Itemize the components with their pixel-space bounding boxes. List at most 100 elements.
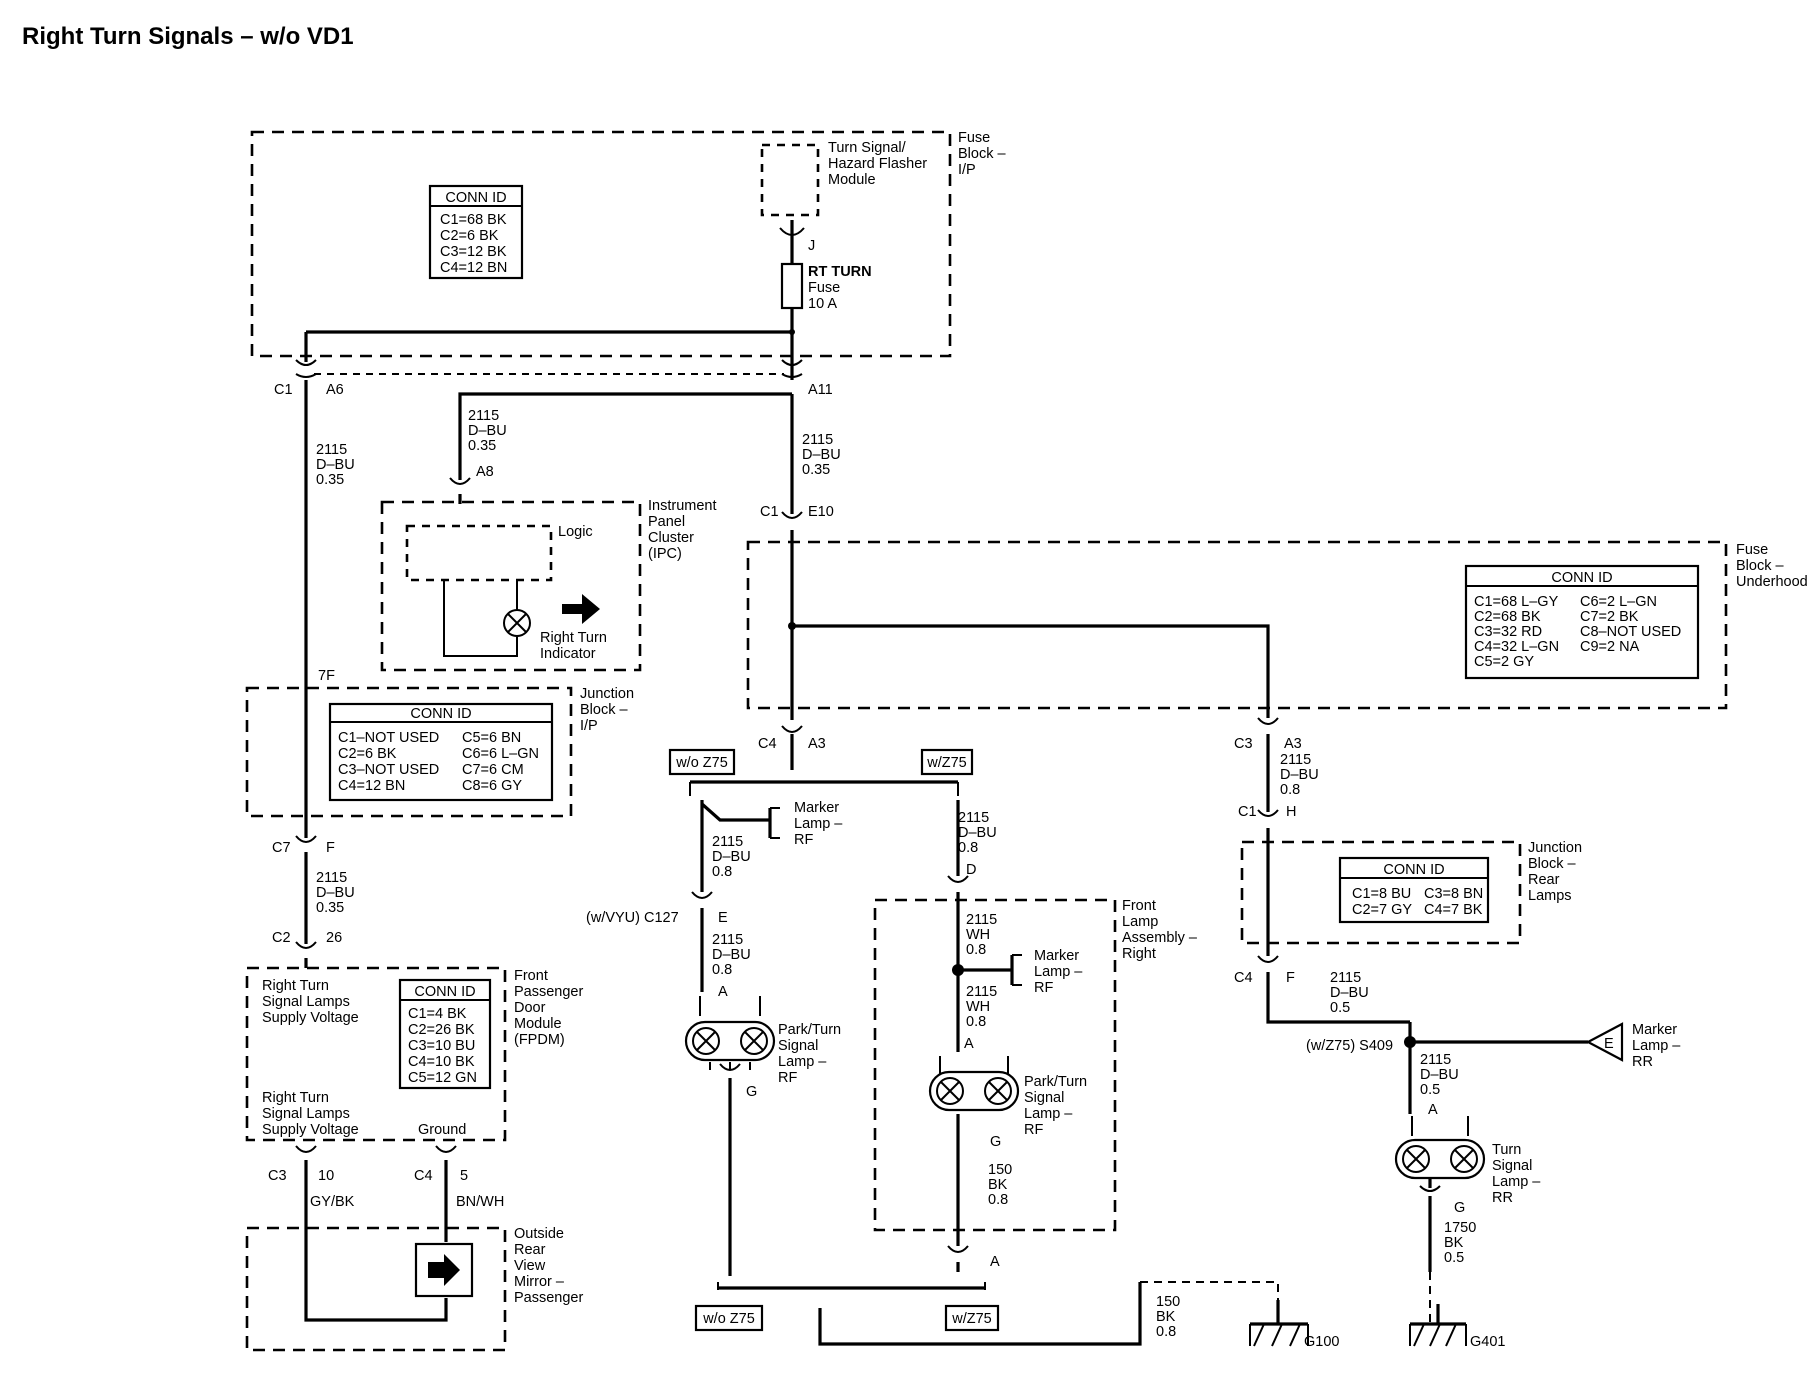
junction-block-ip-label: Block – xyxy=(580,702,628,718)
conn-table-fuse-block-ip xyxy=(428,184,524,280)
marker-lamp-rf-label: RF xyxy=(794,832,813,848)
conn-row: C4=7 BK xyxy=(1424,902,1483,918)
connector-label: A11 xyxy=(808,382,833,398)
ground-g100-icon xyxy=(1249,1300,1309,1347)
wire-label: D–BU xyxy=(316,457,355,473)
connector-label: E10 xyxy=(808,504,834,520)
wire-label: 0.8 xyxy=(958,840,978,856)
park-turn-lamp-rf-2-symbol xyxy=(928,1056,1020,1112)
splice-s409-label: (w/Z75) S409 xyxy=(1306,1038,1393,1054)
mirror-label: Outside xyxy=(514,1226,564,1242)
wire-label: 0.35 xyxy=(316,900,344,916)
conn-row: C3=12 BK xyxy=(440,244,507,260)
connector-label: G xyxy=(990,1134,1001,1150)
conn-header: CONN ID xyxy=(410,706,471,722)
connector-label: D xyxy=(966,862,976,878)
mirror-label: Mirror – xyxy=(514,1274,565,1290)
fpdm-input-label: Signal Lamps xyxy=(262,1106,350,1122)
wire-label: 2115 xyxy=(468,408,499,424)
marker-lamp-rf-label: RF xyxy=(1034,980,1053,996)
ground-label: G401 xyxy=(1470,1334,1505,1350)
conn-row: C3=32 RD xyxy=(1474,624,1542,640)
conn-row: C3=8 BN xyxy=(1424,886,1483,902)
fuse-block-ip-label: Fuse xyxy=(958,130,990,146)
marker-lamp-rf-label: Marker xyxy=(1034,948,1079,964)
connector-label: C4 xyxy=(414,1168,433,1184)
right-turn-indicator-lamp xyxy=(503,609,531,637)
conn-row: C8–NOT USED xyxy=(1580,624,1681,640)
connector-label: C3 xyxy=(268,1168,287,1184)
wire-label: 2115 xyxy=(712,932,743,948)
connector-label: G xyxy=(746,1084,757,1100)
mirror-label: Rear xyxy=(514,1242,546,1258)
wire-label: 2115 xyxy=(1420,1052,1451,1068)
wire-label: D–BU xyxy=(1330,985,1369,1001)
wire-label: 1750 xyxy=(1444,1220,1476,1236)
flasher-module-boundary xyxy=(760,143,820,217)
mirror-label: Passenger xyxy=(514,1290,583,1306)
wire-label: 2115 xyxy=(316,870,347,886)
wire-label: 2115 xyxy=(712,834,743,850)
wires xyxy=(304,220,1588,1346)
flasher-module-label: Hazard Flasher xyxy=(828,156,927,172)
ipc-label: Instrument xyxy=(648,498,717,514)
junction-block-ip-boundary xyxy=(245,686,573,818)
ipc-label: Panel xyxy=(648,514,685,530)
rt-turn-fuse-label: RT TURN xyxy=(808,264,872,280)
wire-label: 2115 xyxy=(966,912,997,928)
fpdm-boundary xyxy=(245,966,507,1142)
conn-table-rear xyxy=(1338,856,1490,924)
connector-label: 7F xyxy=(318,668,335,684)
fpdm-label: Door xyxy=(514,1000,546,1016)
wire-label: 150 xyxy=(988,1162,1012,1178)
park-turn-lamp-label: Park/Turn xyxy=(1024,1074,1087,1090)
wire-label: 2115 xyxy=(802,432,833,448)
wire-label: D–BU xyxy=(1420,1067,1459,1083)
park-turn-lamp-label: Lamp – xyxy=(1024,1106,1073,1122)
fpdm-label: Module xyxy=(514,1016,562,1032)
turn-lamp-rr-label: Lamp – xyxy=(1492,1174,1541,1190)
wire-label: D–BU xyxy=(802,447,841,463)
marker-lamp-rr-label: Lamp – xyxy=(1632,1038,1681,1054)
connector-label: C4 xyxy=(1234,970,1253,986)
flasher-module-label: Turn Signal/ xyxy=(828,140,907,156)
fpdm-ground-label: Ground xyxy=(418,1122,466,1138)
conn-row: C6=6 L–GN xyxy=(462,746,539,762)
marker-lamp-rf-label: Lamp – xyxy=(794,816,843,832)
wire-label: 0.8 xyxy=(712,864,732,880)
conn-header: CONN ID xyxy=(445,190,506,206)
junction-block-rear-label: Rear xyxy=(1528,872,1560,888)
connector-label: F xyxy=(326,840,335,856)
ipc-label: (IPC) xyxy=(648,546,682,562)
ipc-boundary xyxy=(380,500,642,672)
fpdm-input-label: Right Turn xyxy=(262,978,329,994)
wire-label: 0.8 xyxy=(1280,782,1300,798)
turn-signal-lamp-rr-symbol xyxy=(1394,1116,1486,1180)
diagram-title: Right Turn Signals – w/o VD1 xyxy=(22,23,354,50)
conn-table-junction-ip xyxy=(328,702,554,802)
connector-label: A xyxy=(1428,1102,1438,1118)
splice-s409-dot xyxy=(1404,1036,1416,1048)
park-turn-lamp-label: Lamp – xyxy=(778,1054,827,1070)
fpdm-label: Passenger xyxy=(514,984,583,1000)
junction-block-rear-label: Block – xyxy=(1528,856,1576,872)
fpdm-input-label: Signal Lamps xyxy=(262,994,350,1010)
wire-label: D–BU xyxy=(712,849,751,865)
conn-row: C6=2 L–GN xyxy=(1580,594,1657,610)
option-box-w-z75-bot xyxy=(944,1304,1000,1332)
rt-turn-fuse-label: Fuse xyxy=(808,280,840,296)
connector-label: 26 xyxy=(326,930,342,946)
fpdm-label: (FPDM) xyxy=(514,1032,565,1048)
option-label: w/Z75 xyxy=(926,755,967,771)
connector-label: H xyxy=(1286,804,1296,820)
fuse-block-underhood-label: Block – xyxy=(1736,558,1784,574)
splice-underhood xyxy=(788,622,796,630)
connector-label: A xyxy=(964,1036,974,1052)
wire-label: 0.35 xyxy=(802,462,830,478)
wire-label: 2115 xyxy=(316,442,347,458)
conn-row: C9=2 NA xyxy=(1580,639,1640,655)
conn-row: C2=7 GY xyxy=(1352,902,1412,918)
connector-label: J xyxy=(808,238,815,254)
wire-label: 0.8 xyxy=(966,942,986,958)
